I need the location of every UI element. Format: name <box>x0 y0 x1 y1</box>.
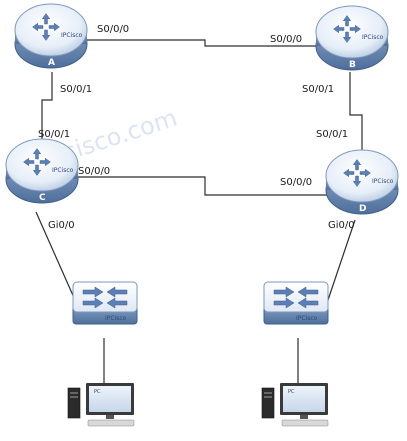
interface-label-d-to-c: S0/0/0 <box>280 177 312 188</box>
router-d-name: D <box>359 204 366 214</box>
router-a[interactable]: IPCisco A <box>14 3 88 69</box>
switch-sw1[interactable]: IPCisco SW-1 <box>72 281 138 337</box>
pc-2[interactable]: PC <box>261 383 329 427</box>
interface-label-b-to-d: S0/0/1 <box>302 84 334 95</box>
pc-label: PC <box>94 389 101 395</box>
switch-sw1-name: SW-1 <box>93 327 119 337</box>
link-a-b <box>86 39 318 47</box>
switch-brand-label: IPCisco <box>296 315 318 322</box>
router-a-name: A <box>48 58 55 68</box>
switch-sw2-name: SW-2 <box>284 327 310 337</box>
links <box>35 39 363 385</box>
router-b[interactable]: IPCisco B <box>315 5 389 71</box>
pc-label: PC <box>288 389 295 395</box>
router-brand-label: IPCisco <box>52 167 74 174</box>
router-b-name: B <box>349 60 356 70</box>
interface-label-a-to-b: S0/0/0 <box>97 24 129 35</box>
router-c-name: C <box>39 193 46 203</box>
router-brand-label: IPCisco <box>362 34 384 41</box>
link-c-d <box>78 176 328 196</box>
link-c-sw1 <box>35 211 76 301</box>
pc-1[interactable]: PC <box>67 383 135 427</box>
router-d[interactable]: IPCisco D <box>325 149 399 215</box>
switch-sw2[interactable]: IPCisco SW-2 <box>263 281 329 337</box>
interface-label-c-to-a: S0/0/1 <box>38 129 70 140</box>
pc-keyboard <box>281 419 329 427</box>
router-c[interactable]: IPCisco C <box>5 138 79 204</box>
pc-keyboard <box>87 419 135 427</box>
link-b-d <box>349 72 363 150</box>
link-d-sw2 <box>327 219 356 301</box>
interface-label-a-to-c: S0/0/1 <box>60 84 92 95</box>
switch-arrows-icon <box>82 286 128 309</box>
router-brand-label: IPCisco <box>61 32 83 39</box>
interface-label-c-to-d: S0/0/0 <box>78 166 110 177</box>
pc-tower <box>261 387 275 419</box>
router-brand-label: IPCisco <box>372 178 394 185</box>
switch-arrows-icon <box>273 286 319 309</box>
pc-tower <box>67 387 81 419</box>
interface-label-d-to-b: S0/0/1 <box>316 129 348 140</box>
switch-brand-label: IPCisco <box>105 315 127 322</box>
link-a-c <box>41 72 53 145</box>
interface-label-b-to-a: S0/0/0 <box>270 34 302 45</box>
interface-label-c-lan: Gi0/0 <box>48 220 75 231</box>
interface-label-d-lan: Gi0/0 <box>328 220 355 231</box>
